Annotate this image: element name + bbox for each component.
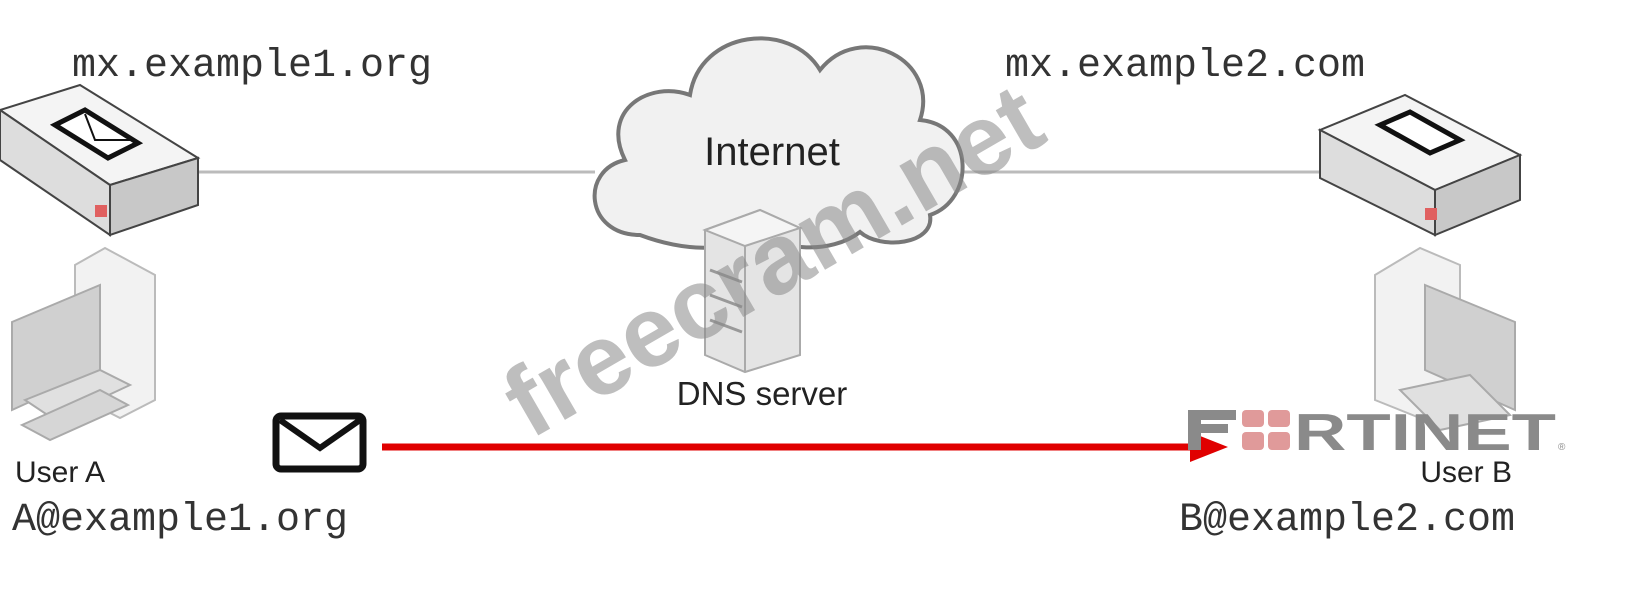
dns-server-label: DNS server [677, 375, 848, 412]
mail-gateway-right-icon [1317, 93, 1523, 237]
svg-text:®: ® [1558, 442, 1566, 453]
delivery-arrow [382, 432, 1228, 462]
user-a-name: User A [15, 456, 105, 489]
mail-gateway-left-icon [0, 83, 201, 237]
user-b-email: B@example2.com [1179, 498, 1515, 543]
fortinet-logo: RTINET ® [1188, 404, 1566, 462]
dns-server-icon [702, 208, 803, 374]
user-b-computer-icon [1374, 246, 1516, 432]
svg-text:RTINET: RTINET [1294, 404, 1556, 462]
internet-label: Internet [704, 130, 840, 174]
mx-right-label: mx.example2.com [1005, 44, 1365, 89]
email-message-icon [272, 412, 367, 473]
internet-cloud-icon: Internet [592, 36, 965, 250]
mx-left-label: mx.example1.org [72, 44, 432, 89]
user-b-name: User B [1420, 456, 1512, 489]
user-a-computer-icon [11, 246, 156, 442]
user-a-email: A@example1.org [12, 498, 348, 543]
